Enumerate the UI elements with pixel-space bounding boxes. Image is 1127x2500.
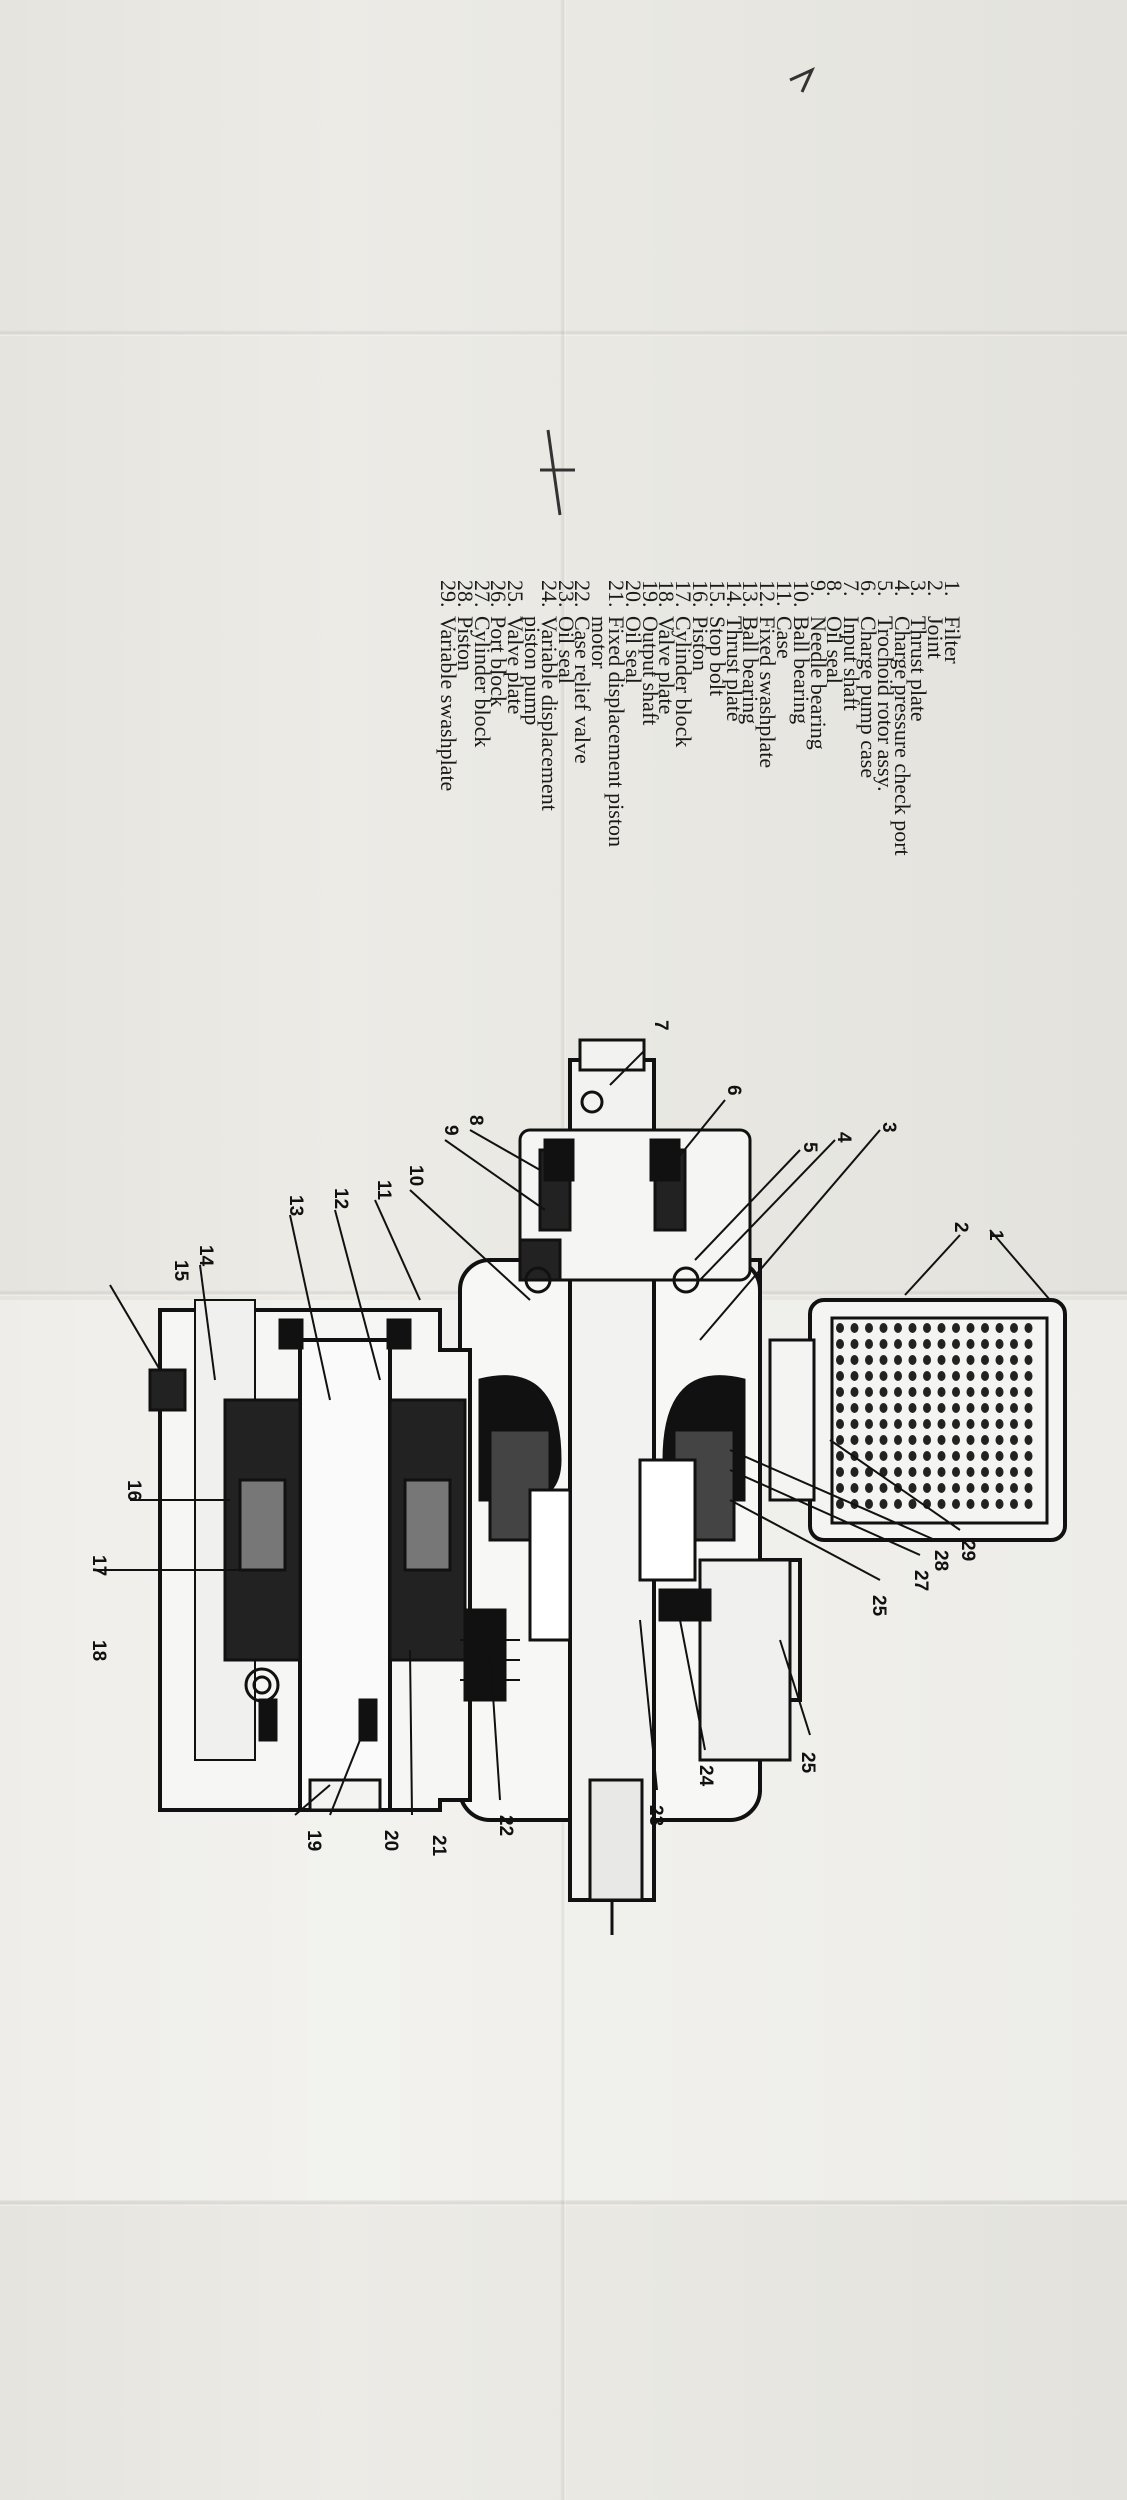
callout-8: 8	[465, 1115, 486, 1126]
callout-16: 16	[123, 1480, 144, 1501]
variable-pump	[478, 1375, 746, 1642]
paper-fold	[0, 330, 1127, 336]
callout-9: 9	[440, 1125, 461, 1136]
callout-1: 1	[985, 1230, 1006, 1241]
fixed-motor	[223, 1398, 467, 1703]
callout-12: 12	[330, 1188, 351, 1209]
callout-15: 15	[170, 1260, 191, 1282]
callout-28: 28	[930, 1550, 951, 1571]
callout-29: 29	[957, 1540, 978, 1561]
filter-element	[768, 1298, 1067, 1542]
callout-5: 5	[799, 1142, 820, 1153]
paper-fold	[0, 2200, 1127, 2206]
callout-24: 24	[695, 1765, 716, 1787]
callout-25-upper: 25	[868, 1595, 889, 1617]
callout-21: 21	[428, 1835, 449, 1857]
pen-mark	[789, 66, 816, 93]
callout-20: 20	[380, 1830, 401, 1851]
bearings-and-seals	[258, 1138, 700, 1742]
callout-2: 2	[950, 1222, 971, 1233]
callout-13: 13	[285, 1195, 306, 1216]
callout-7: 7	[650, 1020, 671, 1031]
callout-6: 6	[723, 1085, 744, 1096]
callout-27: 27	[910, 1570, 931, 1591]
callout-22: 22	[495, 1815, 516, 1836]
callout-17: 17	[88, 1555, 109, 1576]
callout-11: 11	[373, 1180, 394, 1201]
callout-3: 3	[878, 1122, 899, 1133]
callout-25-lower: 25	[797, 1752, 818, 1774]
case-relief-valve	[460, 1608, 520, 1702]
callout-19: 19	[303, 1830, 324, 1851]
callout-10: 10	[405, 1165, 426, 1186]
callout-23: 23	[645, 1805, 666, 1826]
callout-14: 14	[195, 1245, 216, 1267]
charge-pump-case	[518, 1128, 752, 1282]
callout-4: 4	[833, 1132, 854, 1143]
pen-mark	[540, 429, 575, 516]
callout-18: 18	[88, 1640, 109, 1661]
